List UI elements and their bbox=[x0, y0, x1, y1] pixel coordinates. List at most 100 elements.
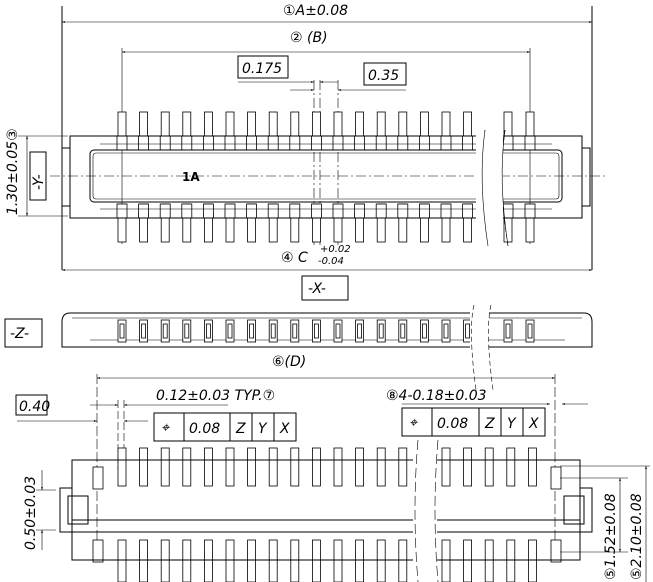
pin bbox=[333, 447, 343, 487]
height-dim-label: 1.30±0.05③ bbox=[5, 128, 21, 215]
pin bbox=[333, 539, 343, 582]
pin-slot bbox=[421, 323, 427, 339]
datum-x-box bbox=[301, 275, 349, 301]
mounting-post bbox=[550, 539, 562, 563]
fcf-datum: Z bbox=[484, 416, 495, 432]
pin-pad bbox=[524, 135, 536, 151]
pin-slot bbox=[162, 323, 168, 339]
break-gap bbox=[413, 442, 437, 582]
dim-b-label: ② (B) bbox=[290, 30, 328, 46]
break-gap bbox=[476, 132, 503, 246]
pin bbox=[117, 539, 127, 582]
bottom-view: 0.40 0.12±0.03 TYP.⑦ ⌖ 0.08 Z Y X ⑧4-0.1… bbox=[15, 374, 650, 582]
pin-slot bbox=[357, 323, 363, 339]
pin-pad bbox=[332, 203, 344, 219]
pin bbox=[398, 539, 408, 582]
dim-050-label: 0.50±0.03 bbox=[23, 476, 39, 550]
pin bbox=[247, 539, 257, 582]
pin-pad bbox=[418, 135, 430, 151]
fcf-frame bbox=[401, 407, 546, 437]
pin-pad bbox=[181, 135, 193, 151]
pin-slot bbox=[527, 323, 533, 339]
dim-c-tol-minus: -0.04 bbox=[318, 256, 344, 267]
fcf-datum: X bbox=[279, 421, 290, 437]
pin bbox=[311, 447, 321, 487]
pin-pad bbox=[375, 135, 387, 151]
pin-pad bbox=[310, 135, 322, 151]
post-width-label: ⑧4-0.18±0.03 bbox=[386, 388, 487, 404]
pin bbox=[484, 539, 494, 582]
pin-pad bbox=[224, 203, 236, 219]
side-latch bbox=[579, 487, 593, 533]
pin-slot bbox=[141, 323, 147, 339]
pin-slot bbox=[119, 323, 125, 339]
pin bbox=[247, 447, 257, 487]
pin bbox=[268, 539, 278, 582]
datum-y-box bbox=[29, 151, 47, 201]
offset-box bbox=[15, 394, 48, 416]
pin-pad bbox=[354, 203, 366, 219]
fcf-2: ⌖ 0.08 Z Y X bbox=[401, 407, 546, 437]
pin-pad bbox=[289, 135, 301, 151]
pin-pad bbox=[267, 203, 279, 219]
position-icon: ⌖ bbox=[161, 420, 170, 436]
side-view-pins bbox=[117, 319, 535, 343]
pin-slot bbox=[313, 323, 319, 339]
pin-pad bbox=[138, 203, 150, 219]
pin-pad bbox=[440, 203, 452, 219]
pin bbox=[441, 539, 451, 582]
pin-pad bbox=[397, 203, 409, 219]
side-latch-inner bbox=[563, 495, 585, 525]
pin bbox=[139, 447, 149, 487]
side-latch bbox=[59, 487, 73, 533]
pin-slot bbox=[205, 323, 211, 339]
pin-slot bbox=[184, 323, 190, 339]
mounting-post bbox=[92, 539, 104, 563]
datum-y-label: -Y- bbox=[31, 174, 47, 190]
side-latch-inner bbox=[67, 495, 89, 525]
pitch-half-box bbox=[237, 55, 289, 79]
top-view: ①A±0.08 ② (B) 0.175 0.35 1A bbox=[5, 3, 605, 301]
position-icon: ⌖ bbox=[409, 415, 418, 431]
dim-a-label: ①A±0.08 bbox=[283, 3, 348, 19]
pin-pad bbox=[375, 203, 387, 219]
pin bbox=[203, 539, 213, 582]
pin bbox=[290, 447, 300, 487]
dim-152-label: ⑤1.52±0.08 bbox=[603, 493, 619, 580]
pin-pad bbox=[354, 135, 366, 151]
pin-pad bbox=[267, 135, 279, 151]
top-view-pins bbox=[116, 111, 536, 243]
break-line bbox=[414, 439, 439, 582]
pitch-half-label: 0.175 bbox=[242, 61, 282, 77]
pitch-box bbox=[363, 62, 407, 86]
pin bbox=[355, 539, 365, 582]
pin-slot bbox=[227, 323, 233, 339]
pin-pad bbox=[502, 135, 514, 151]
pin bbox=[139, 539, 149, 582]
pin bbox=[160, 539, 170, 582]
fcf-datum: Z bbox=[235, 421, 246, 437]
bottom-view-pins bbox=[92, 447, 562, 582]
lead-width-label: 0.12±0.03 TYP.⑦ bbox=[156, 388, 275, 404]
pin bbox=[463, 447, 473, 487]
dim-c-label: ④ C bbox=[281, 250, 308, 266]
pin bbox=[203, 447, 213, 487]
side-tab bbox=[581, 147, 591, 207]
pin-slot bbox=[505, 323, 511, 339]
pin bbox=[160, 447, 170, 487]
pin bbox=[225, 447, 235, 487]
pin bbox=[506, 447, 516, 487]
pin-pad bbox=[116, 203, 128, 219]
dim-d-label: ⑥(D) bbox=[272, 354, 306, 370]
datum-x-label: -X- bbox=[308, 281, 326, 297]
break-line bbox=[481, 129, 509, 247]
pin-slot bbox=[465, 323, 471, 339]
pin-pad bbox=[246, 135, 258, 151]
pin bbox=[441, 447, 451, 487]
pin-slot bbox=[335, 323, 341, 339]
pin bbox=[463, 539, 473, 582]
pin-pad bbox=[397, 135, 409, 151]
pin-pad bbox=[202, 135, 214, 151]
pin bbox=[182, 447, 192, 487]
